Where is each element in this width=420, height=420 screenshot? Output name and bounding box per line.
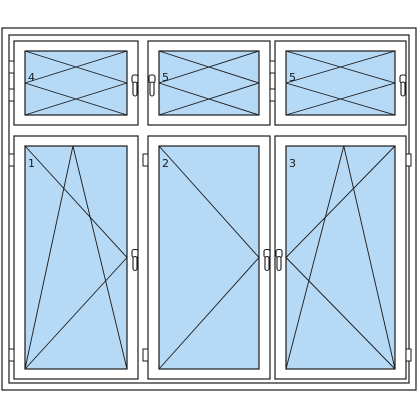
sash-5: 2 (142, 135, 271, 380)
sash-label: 1 (28, 157, 35, 170)
tilt-line-bottom (158, 82, 260, 116)
tilt-line-top (24, 50, 128, 84)
hinge-2 (142, 348, 149, 362)
hinge-2 (8, 88, 15, 102)
sash-6: 3 (274, 135, 412, 380)
tilt-line-top (285, 50, 396, 84)
sash-2: 5 (147, 40, 276, 126)
sash-label: 3 (289, 157, 296, 170)
tilt-line-left (285, 145, 345, 370)
sash-1: 4 (8, 40, 139, 126)
handle-grip (264, 255, 270, 272)
sashes-group: 4 5 5 1 2 3 (8, 40, 412, 380)
sash-label: 5 (289, 71, 296, 84)
turn-line-bottom (158, 257, 260, 370)
tilt-line-right (343, 145, 396, 370)
handle-grip (132, 81, 138, 97)
hinge-1 (269, 60, 276, 74)
handle-grip (132, 255, 138, 272)
sash-label: 4 (28, 71, 35, 84)
hinge-2 (8, 348, 15, 362)
sash-3: 5 (269, 40, 407, 126)
sash-label: 5 (162, 71, 169, 84)
sash-label: 2 (162, 157, 169, 170)
glass-pane (158, 145, 260, 370)
hinge-2 (405, 348, 412, 362)
hinge-1 (405, 153, 412, 167)
tilt-line-bottom (285, 82, 396, 116)
tilt-line-right (72, 145, 128, 370)
handle-grip (276, 255, 282, 272)
hinge-2 (269, 88, 276, 102)
turn-line-top (285, 145, 396, 258)
glass-pane (24, 145, 128, 370)
glass-pane (158, 50, 260, 116)
sash-4: 1 (8, 135, 139, 380)
turn-line-bottom (285, 257, 396, 370)
tilt-line-left (24, 145, 74, 370)
hinge-1 (8, 153, 15, 167)
turn-line-top (24, 145, 128, 258)
handle-grip (400, 81, 406, 97)
tilt-line-bottom (24, 82, 128, 116)
tilt-line-top (158, 50, 260, 84)
turn-line-bottom (24, 257, 128, 370)
handle-grip (149, 81, 155, 97)
glass-pane (285, 145, 396, 370)
glass-pane (24, 50, 128, 116)
glass-pane (285, 50, 396, 116)
turn-line-top (158, 145, 260, 258)
hinge-1 (142, 153, 149, 167)
hinge-1 (8, 60, 15, 74)
